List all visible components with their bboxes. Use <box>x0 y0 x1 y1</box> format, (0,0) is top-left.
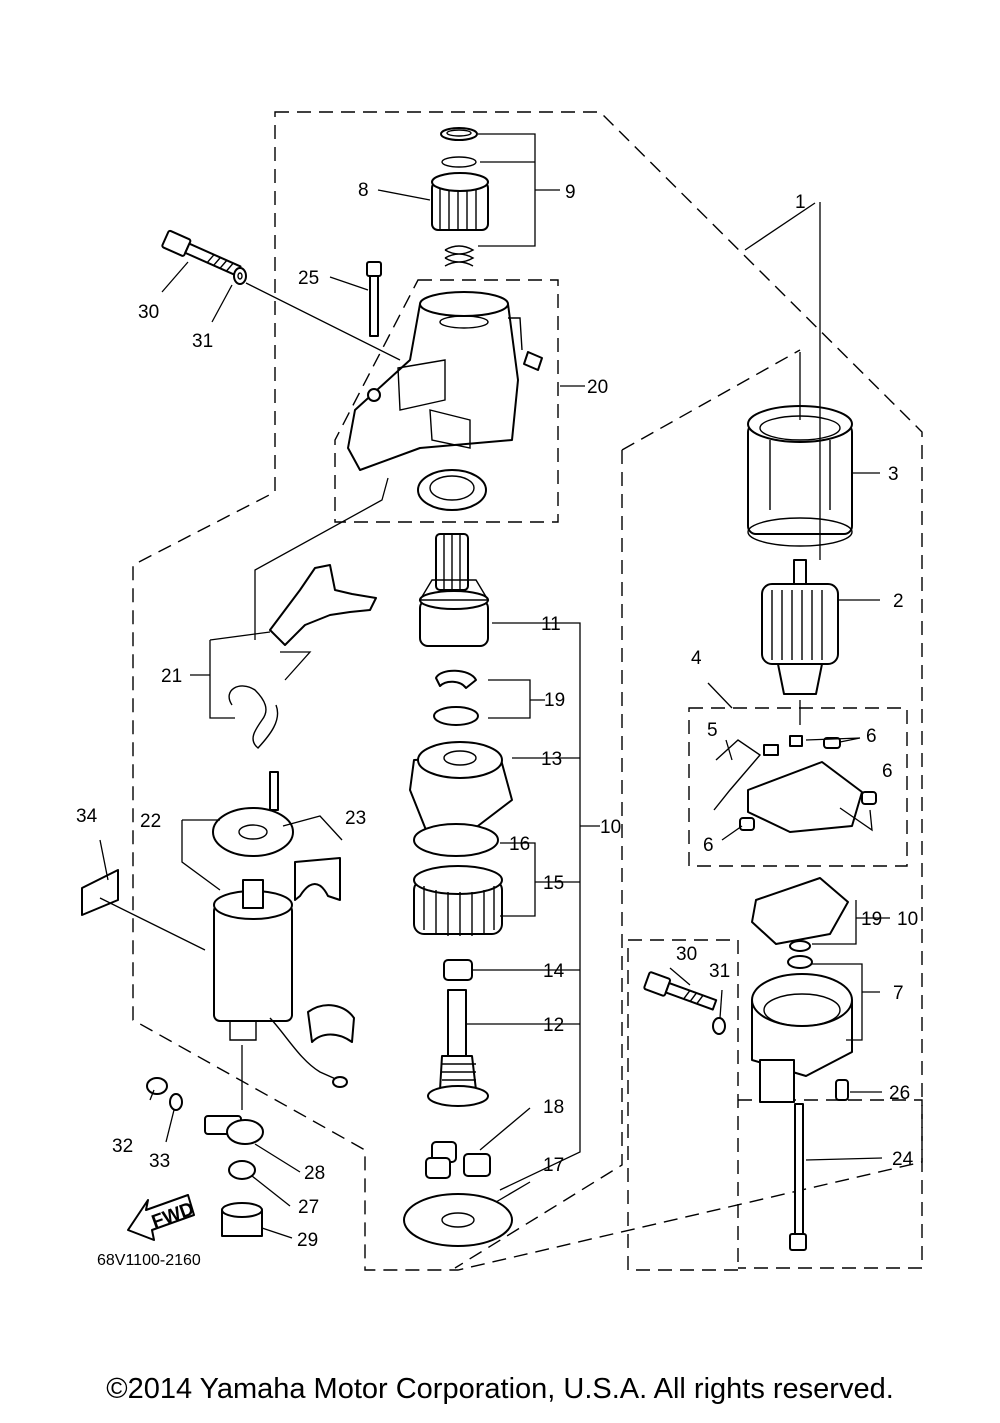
terminal-hardware <box>146 1077 264 1237</box>
parts: FWD <box>81 127 877 1251</box>
copyright-notice: ©2014 Yamaha Motor Corporation, U.S.A. A… <box>106 1373 894 1405</box>
pinion-gear <box>431 172 489 231</box>
magnetic-switch <box>212 771 348 1088</box>
rear-cover-7 <box>751 973 853 1103</box>
assembly-boundaries <box>132 111 923 1271</box>
callout-8: 8 <box>358 180 369 201</box>
callout-16: 16 <box>509 834 530 855</box>
circlip-19 <box>435 669 477 689</box>
callout-30a: 30 <box>138 302 159 323</box>
shift-lever <box>228 564 377 749</box>
callout-18: 18 <box>543 1097 564 1118</box>
callout-23: 23 <box>345 808 366 829</box>
callout-31a: 31 <box>192 331 213 352</box>
washer-31-rear <box>712 1017 726 1035</box>
callout-1: 1 <box>795 192 806 213</box>
callout-14: 14 <box>543 961 565 982</box>
planet-gears-18 <box>425 1141 491 1179</box>
callout-6b: 6 <box>882 761 893 782</box>
rear-plate <box>751 877 849 969</box>
callout-15: 15 <box>543 873 564 894</box>
callout-2: 2 <box>893 591 904 612</box>
yoke-3 <box>747 405 853 547</box>
leader-lines <box>99 133 890 1239</box>
callout-19b: 19 <box>861 909 882 930</box>
callout-30b: 30 <box>676 944 697 965</box>
callout-3: 3 <box>888 464 899 485</box>
boundary-rear-cover <box>627 939 739 1271</box>
callout-9: 9 <box>565 182 576 203</box>
callout-6a: 6 <box>866 726 877 747</box>
through-bolt-24 <box>789 1103 807 1251</box>
callout-26: 26 <box>889 1083 910 1104</box>
callout-4: 4 <box>691 648 702 669</box>
callout-34: 34 <box>76 806 98 827</box>
callout-12: 12 <box>543 1015 564 1036</box>
callout-6c: 6 <box>703 835 714 856</box>
rubber-cushions <box>294 857 355 1043</box>
plate-17 <box>403 1193 513 1247</box>
pinion-stopper-kit <box>440 127 478 267</box>
drawing-code: 68V1100-2160 <box>97 1252 201 1269</box>
callout-13: 13 <box>541 749 562 770</box>
callout-10a: 10 <box>600 817 621 838</box>
callout-22: 22 <box>140 811 161 832</box>
callout-25: 25 <box>298 268 319 289</box>
washer-31-upper <box>233 267 247 285</box>
callout-10b: 10 <box>897 909 918 930</box>
bearing-14 <box>443 959 473 981</box>
callout-33: 33 <box>149 1151 170 1172</box>
boundary-armature-group <box>454 349 801 1269</box>
callout-28: 28 <box>304 1163 325 1184</box>
callout-17: 17 <box>543 1155 564 1176</box>
callout-11: 11 <box>541 614 561 635</box>
callout-24: 24 <box>892 1149 914 1170</box>
callout-20: 20 <box>587 377 608 398</box>
callout-7: 7 <box>893 983 904 1004</box>
fwd-label: FWD <box>149 1199 197 1234</box>
callout-5: 5 <box>707 720 718 741</box>
drive-clutch-assembly <box>418 533 490 647</box>
callout-21: 21 <box>161 666 182 687</box>
planetary-shaft-12 <box>427 989 489 1107</box>
callout-29: 29 <box>297 1230 318 1251</box>
bolt-30-upper <box>161 229 242 277</box>
callout-31b: 31 <box>709 961 730 982</box>
ring-16 <box>413 823 499 857</box>
boundary-brush-holder <box>688 707 908 867</box>
caution-label <box>81 869 119 916</box>
through-bolt-25 <box>366 261 382 337</box>
callout-27: 27 <box>298 1197 319 1218</box>
bolt-30-rear <box>643 971 718 1011</box>
callout-numbers: 1 2 3 4 5 6 6 6 7 8 9 10 10 11 12 13 14 … <box>76 180 918 1269</box>
washer-19 <box>433 706 479 726</box>
boundary-front-bracket <box>334 279 559 523</box>
gear-housing-13 <box>409 741 513 833</box>
internal-gear-15 <box>413 865 503 936</box>
front-bracket-housing <box>347 291 543 511</box>
boundary-starter-assembly <box>132 111 923 1271</box>
brush-holder-4 <box>713 735 877 833</box>
callout-32: 32 <box>112 1136 133 1157</box>
armature-2 <box>761 559 839 695</box>
callout-19a: 19 <box>544 690 565 711</box>
screw-26 <box>835 1079 849 1101</box>
forward-arrow-icon: FWD <box>127 1194 197 1241</box>
